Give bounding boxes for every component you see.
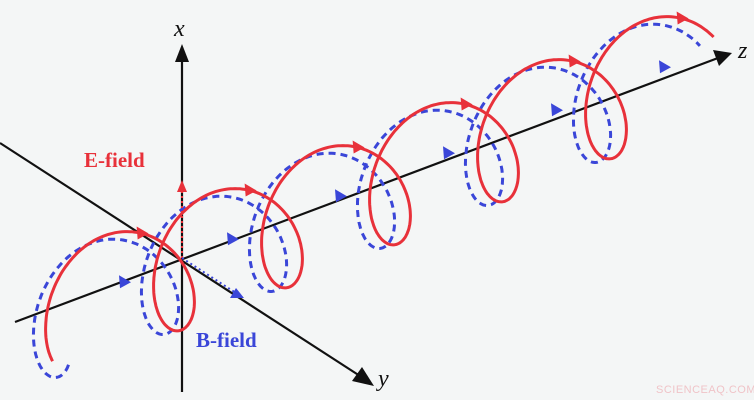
e-field-arrow bbox=[460, 97, 473, 111]
e-field-arrow bbox=[136, 226, 149, 240]
waves bbox=[31, 11, 715, 379]
b-field-wave bbox=[31, 22, 701, 379]
z-axis-arrowhead bbox=[713, 50, 732, 66]
b-field-arrow bbox=[335, 189, 347, 203]
b-field-arrow bbox=[227, 232, 239, 246]
e-field-arrow bbox=[352, 140, 365, 154]
z-axis-label: z bbox=[738, 38, 748, 64]
y-axis-arrowhead bbox=[352, 367, 374, 386]
b-field-arrow bbox=[119, 275, 131, 289]
x-axis-arrowhead bbox=[175, 44, 189, 62]
b-vector-arrowhead bbox=[230, 288, 244, 298]
x-axis-label: x bbox=[174, 16, 185, 42]
e-field-arrow bbox=[568, 54, 581, 68]
b-field-arrow bbox=[659, 60, 671, 74]
axes bbox=[0, 44, 732, 392]
b-field-label: B-field bbox=[196, 328, 257, 352]
b-field-arrow bbox=[551, 103, 563, 117]
e-vector-arrowhead bbox=[177, 180, 187, 192]
y-axis-label: y bbox=[378, 366, 389, 392]
b-field-arrow bbox=[443, 146, 455, 160]
e-field-arrow bbox=[244, 183, 257, 197]
e-field-wave bbox=[44, 15, 715, 362]
e-field-arrow bbox=[676, 11, 689, 25]
watermark: SCIENCEAQ.COM bbox=[656, 384, 754, 396]
b-vector-dotted bbox=[181, 257, 237, 294]
e-field-label: E-field bbox=[84, 148, 145, 172]
